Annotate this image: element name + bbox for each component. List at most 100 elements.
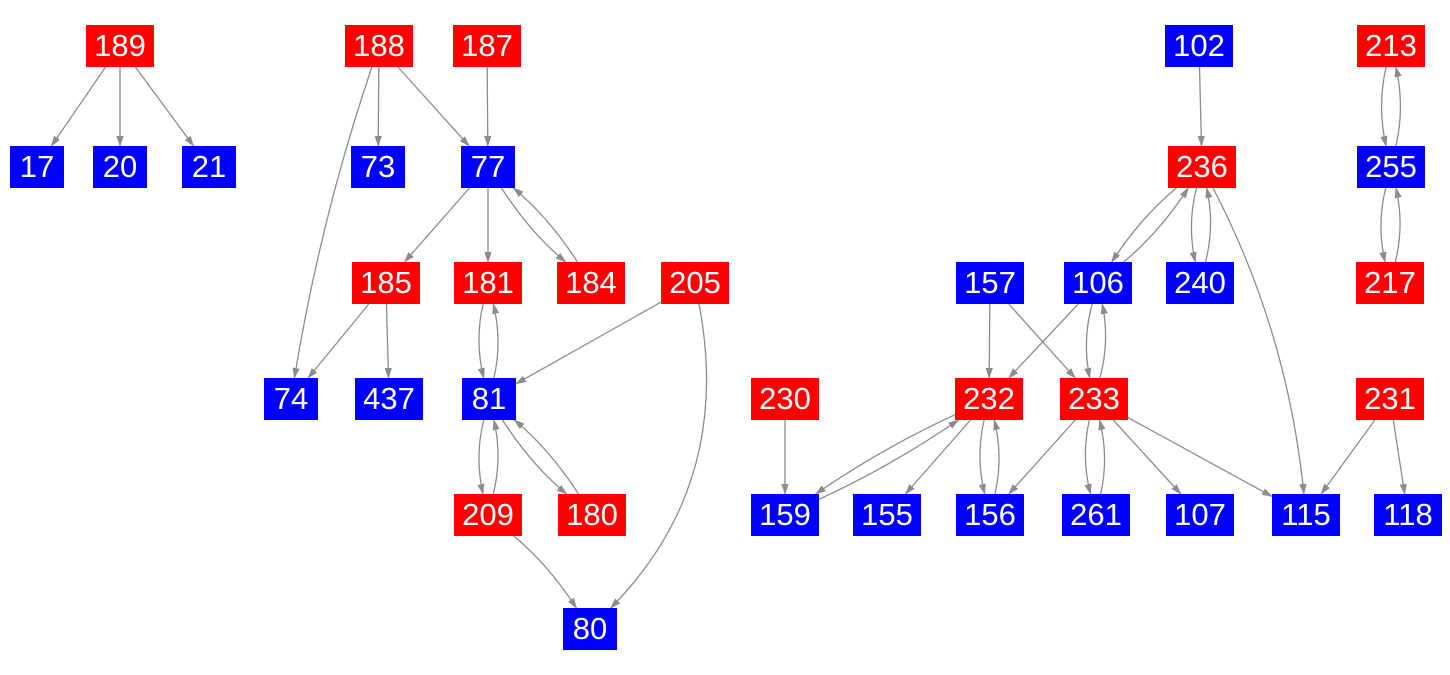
edge-233-106 xyxy=(1099,303,1108,379)
node-label: 156 xyxy=(964,496,1016,532)
edge-231-115 xyxy=(1320,419,1376,495)
edge-group xyxy=(50,66,1407,609)
edge-157-233 xyxy=(1008,303,1076,379)
edge-77-185 xyxy=(403,187,470,263)
graph-node-213: 213 xyxy=(1357,25,1425,67)
edge-205-81 xyxy=(515,301,662,385)
graph-node-240: 240 xyxy=(1166,262,1234,304)
graph-node-236: 236 xyxy=(1168,146,1236,188)
graph-node-20: 20 xyxy=(93,146,147,188)
node-label: 255 xyxy=(1365,148,1417,184)
edge-187-77 xyxy=(484,66,492,147)
node-label: 73 xyxy=(360,148,396,184)
edge-185-437 xyxy=(384,303,392,379)
node-label: 102 xyxy=(1173,27,1225,63)
edge-159-232 xyxy=(818,419,960,500)
edge-236-106 xyxy=(1111,187,1177,263)
graph-node-118: 118 xyxy=(1374,494,1442,536)
node-label: 115 xyxy=(1281,496,1331,532)
edge-255-217 xyxy=(1379,187,1387,263)
node-label: 188 xyxy=(353,27,405,63)
graph-node-217: 217 xyxy=(1356,262,1424,304)
edge-255-213 xyxy=(1394,66,1402,147)
graph-node-77: 77 xyxy=(461,146,515,188)
graph-node-73: 73 xyxy=(351,146,405,188)
node-label: 233 xyxy=(1068,380,1120,416)
graph-node-157: 157 xyxy=(956,262,1024,304)
node-label: 261 xyxy=(1070,496,1122,532)
node-label: 231 xyxy=(1364,380,1416,416)
edge-106-236 xyxy=(1123,187,1189,263)
node-label: 181 xyxy=(462,264,514,300)
node-label: 437 xyxy=(363,380,415,416)
edge-181-81 xyxy=(477,303,485,379)
graph-node-184: 184 xyxy=(557,262,625,304)
graph-node-74: 74 xyxy=(264,378,318,420)
node-label: 205 xyxy=(669,264,721,300)
node-label: 240 xyxy=(1174,264,1226,300)
edge-184-77 xyxy=(512,187,579,263)
node-label: 81 xyxy=(471,380,507,416)
edge-232-155 xyxy=(904,419,971,495)
node-label: 213 xyxy=(1365,27,1417,63)
edge-102-236 xyxy=(1197,66,1205,147)
graph-node-181: 181 xyxy=(454,262,522,304)
node-label: 189 xyxy=(94,27,146,63)
edge-231-118 xyxy=(1392,419,1407,495)
edge-106-232 xyxy=(1008,303,1079,379)
graph-node-155: 155 xyxy=(853,494,921,536)
edge-189-17 xyxy=(50,66,107,147)
edge-240-236 xyxy=(1204,187,1213,263)
edge-261-233 xyxy=(1098,419,1106,495)
node-label: 217 xyxy=(1364,264,1416,300)
edge-233-261 xyxy=(1084,419,1092,495)
graph-node-106: 106 xyxy=(1064,262,1132,304)
graph-node-230: 230 xyxy=(751,378,819,420)
node-label: 80 xyxy=(572,610,608,646)
node-label: 187 xyxy=(461,27,513,63)
graph-node-80: 80 xyxy=(563,608,617,650)
edge-232-159 xyxy=(814,414,956,495)
graph-node-187: 187 xyxy=(453,25,521,67)
edge-236-240 xyxy=(1189,187,1198,263)
node-label: 21 xyxy=(191,148,227,184)
graph-node-437: 437 xyxy=(355,378,423,420)
graph-node-232: 232 xyxy=(955,378,1023,420)
node-label: 77 xyxy=(470,148,506,184)
graph-node-115: 115 xyxy=(1272,494,1340,536)
graph-node-159: 159 xyxy=(751,494,819,536)
graph-node-185: 185 xyxy=(352,262,420,304)
node-label: 209 xyxy=(462,496,514,532)
graph-node-17: 17 xyxy=(10,146,64,188)
edge-209-80 xyxy=(513,535,577,609)
node-label: 106 xyxy=(1072,264,1124,300)
edge-209-81 xyxy=(492,419,500,495)
edge-232-156 xyxy=(978,419,986,495)
graph-node-189: 189 xyxy=(86,25,154,67)
graph-node-205: 205 xyxy=(661,262,729,304)
graph-node-233: 233 xyxy=(1060,378,1128,420)
graph-node-261: 261 xyxy=(1062,494,1130,536)
edge-185-74 xyxy=(307,303,370,379)
edge-81-181 xyxy=(492,303,500,379)
graph-node-156: 156 xyxy=(956,494,1024,536)
edge-81-180 xyxy=(501,419,568,495)
edge-188-74 xyxy=(292,66,373,379)
edge-180-81 xyxy=(513,419,580,495)
node-label: 20 xyxy=(102,148,138,184)
node-label: 17 xyxy=(19,148,55,184)
graph-node-102: 102 xyxy=(1165,25,1233,67)
edge-233-156 xyxy=(1008,419,1076,495)
edge-233-107 xyxy=(1112,419,1182,495)
node-label: 118 xyxy=(1383,496,1433,532)
node-label: 157 xyxy=(964,264,1016,300)
node-label: 159 xyxy=(759,496,811,532)
node-label: 155 xyxy=(861,496,913,532)
graph-node-188: 188 xyxy=(345,25,413,67)
edge-106-233 xyxy=(1084,303,1093,379)
edge-189-21 xyxy=(134,66,195,147)
graph-node-107: 107 xyxy=(1166,494,1234,536)
edge-233-115 xyxy=(1127,417,1273,497)
graph-node-21: 21 xyxy=(182,146,236,188)
